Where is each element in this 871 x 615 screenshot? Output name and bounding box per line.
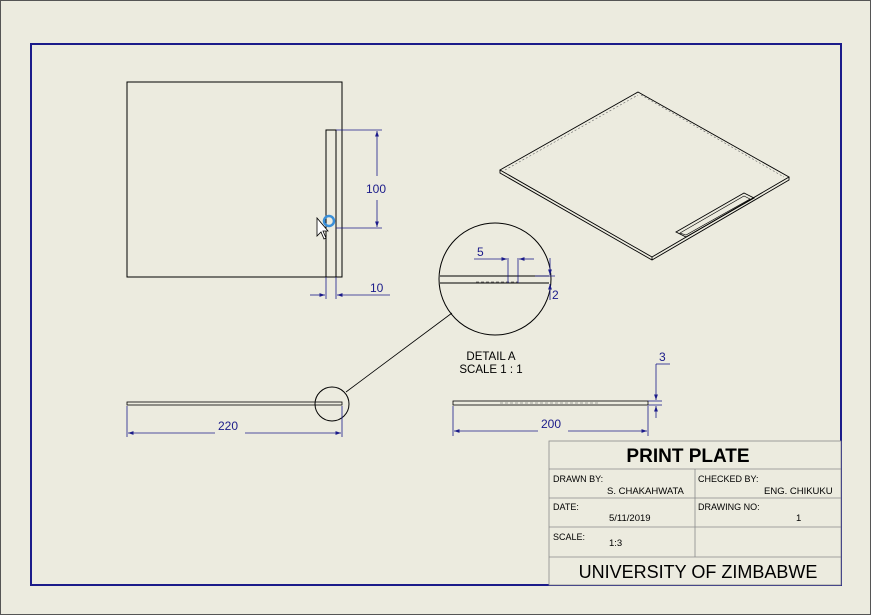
detail-callout-circle bbox=[314, 386, 350, 422]
side-view: 200 3 bbox=[452, 350, 670, 436]
drawing-frame bbox=[30, 43, 842, 586]
detail-scale-label: SCALE 1 : 1 bbox=[459, 364, 522, 376]
dimension-detail-5[interactable]: 5 bbox=[477, 245, 484, 259]
title-block: PRINT PLATE DRAWN BY: S. CHAKAHWATA CHEC… bbox=[548, 440, 842, 586]
scale-value: 1:3 bbox=[609, 538, 622, 549]
plate-section bbox=[126, 401, 343, 406]
dimension-side-length[interactable]: 200 bbox=[541, 417, 561, 431]
dimension-front-length[interactable]: 220 bbox=[218, 419, 238, 433]
drawing-no-value: 1 bbox=[796, 513, 801, 524]
date-value: 5/11/2019 bbox=[609, 513, 651, 524]
date-label: DATE: bbox=[553, 502, 579, 512]
organization-name: UNIVERSITY OF ZIMBABWE bbox=[579, 562, 818, 582]
dimension-slot-length[interactable]: 100 bbox=[366, 182, 386, 196]
detail-a-view: 5 2 DETAIL A SCALE 1 : 1 bbox=[345, 222, 559, 393]
top-view: 100 10 bbox=[126, 81, 390, 299]
detail-label: DETAIL A bbox=[466, 351, 516, 363]
detail-circle bbox=[438, 222, 552, 336]
drawing-title: PRINT PLATE bbox=[626, 446, 749, 467]
detail-leader-line bbox=[345, 312, 453, 393]
front-view: 220 bbox=[126, 386, 350, 437]
plate-section bbox=[452, 400, 649, 406]
drawn-by-value: S. CHAKAHWATA bbox=[607, 486, 685, 497]
dimension-slot-width[interactable]: 10 bbox=[370, 281, 384, 295]
plate-outline bbox=[126, 81, 343, 278]
isometric-plate-top bbox=[499, 91, 790, 258]
checked-by-value: ENG. CHIKUKU bbox=[764, 486, 833, 497]
checked-by-label: CHECKED BY: bbox=[698, 474, 759, 484]
isometric-slot-inner bbox=[679, 195, 751, 236]
slot-outline bbox=[325, 129, 337, 278]
isometric-view bbox=[499, 91, 790, 261]
isometric-hidden-edge bbox=[640, 94, 785, 178]
dimension-thickness[interactable]: 3 bbox=[659, 350, 666, 364]
drawing-no-label: DRAWING NO: bbox=[698, 502, 760, 512]
drawn-by-label: DRAWN BY: bbox=[553, 474, 603, 484]
dimension-detail-2[interactable]: 2 bbox=[552, 288, 559, 302]
isometric-slot bbox=[675, 192, 755, 238]
selection-marker-icon bbox=[322, 214, 336, 228]
isometric-hidden-edge bbox=[504, 94, 639, 171]
isometric-plate-edge bbox=[499, 170, 790, 261]
pointer-cursor-icon bbox=[316, 216, 329, 240]
scale-label: SCALE: bbox=[553, 532, 585, 542]
